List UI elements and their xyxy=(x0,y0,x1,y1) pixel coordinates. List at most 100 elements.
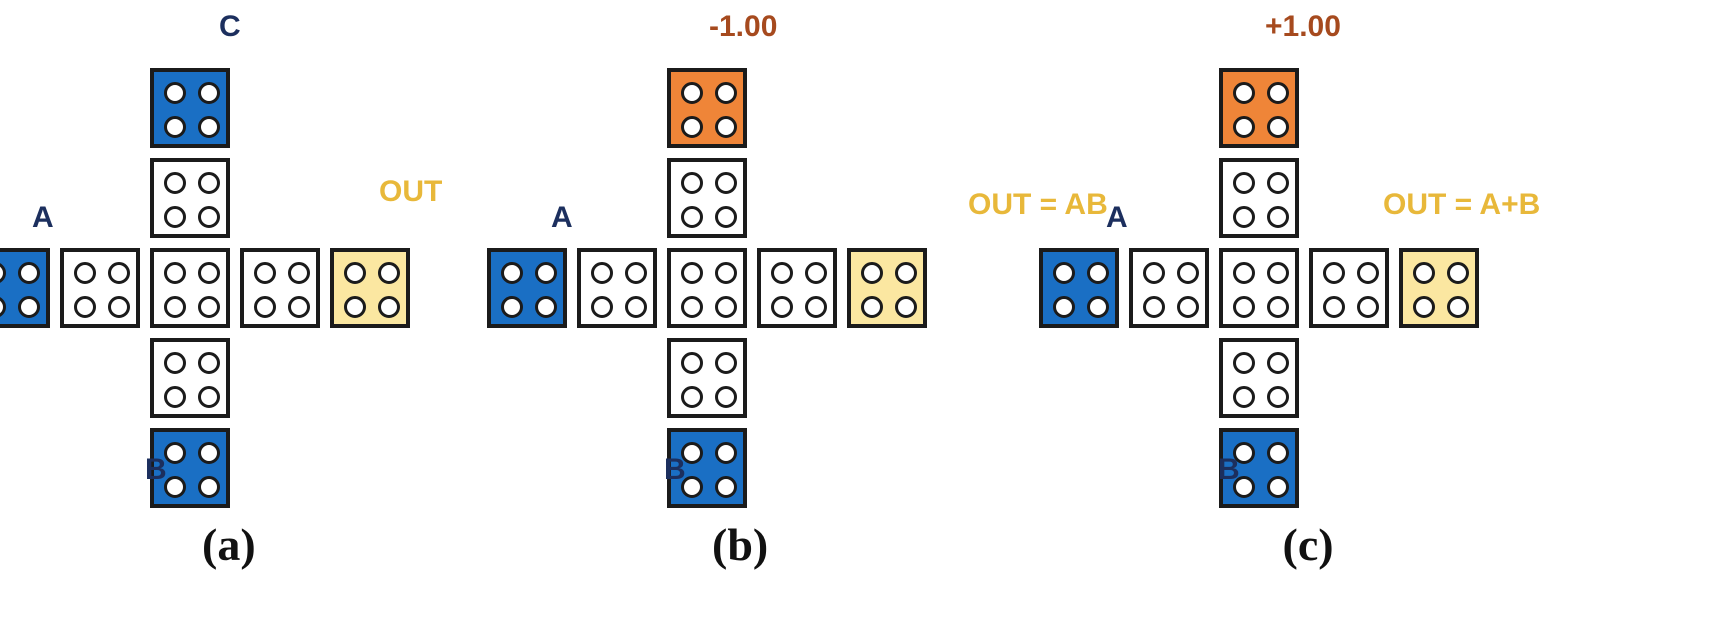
cell-dot xyxy=(1087,296,1109,318)
cell-dot xyxy=(198,206,220,228)
cell-dot xyxy=(164,296,186,318)
cell-dot xyxy=(1087,262,1109,284)
cell-dot xyxy=(198,352,220,374)
qca-cell xyxy=(757,248,837,328)
cell-dot xyxy=(715,296,737,318)
cell-dot xyxy=(198,296,220,318)
cell-dot xyxy=(198,476,220,498)
cell-dot xyxy=(198,262,220,284)
qca-cell xyxy=(150,338,230,418)
cell-dot xyxy=(715,352,737,374)
cell-dot xyxy=(1267,386,1289,408)
cell-dot xyxy=(625,296,647,318)
input-cell-a xyxy=(1039,248,1119,328)
cell-dot xyxy=(1267,172,1289,194)
cell-dot xyxy=(681,262,703,284)
cell-dot xyxy=(198,386,220,408)
cell-dot xyxy=(164,442,186,464)
cell-dot xyxy=(344,296,366,318)
cell-dot xyxy=(715,386,737,408)
panel-caption: (c) xyxy=(1282,519,1334,570)
input-cell-a xyxy=(487,248,567,328)
cell-dot xyxy=(591,296,613,318)
qca-cell xyxy=(667,158,747,238)
cell-dot xyxy=(535,296,557,318)
panel-caption: (a) xyxy=(202,519,256,570)
cell-dot xyxy=(501,262,523,284)
cell-dot xyxy=(18,262,40,284)
output-label: OUT = AB xyxy=(968,188,1108,221)
cell-dot xyxy=(198,82,220,104)
polarization-label: +1.00 xyxy=(1265,10,1341,43)
cell-dot xyxy=(1267,296,1289,318)
qca-cell xyxy=(60,248,140,328)
cell-dot xyxy=(164,206,186,228)
cell-dot xyxy=(1267,116,1289,138)
polarization-cell xyxy=(1219,68,1299,148)
cell-dot xyxy=(625,262,647,284)
cell-dot xyxy=(715,172,737,194)
cell-dot xyxy=(715,116,737,138)
cell-dot xyxy=(108,296,130,318)
cell-dot xyxy=(288,296,310,318)
input-label-b: B xyxy=(1218,453,1240,486)
cell-dot xyxy=(1267,476,1289,498)
cell-dot xyxy=(681,206,703,228)
cell-dot xyxy=(254,262,276,284)
cell-dot xyxy=(1233,116,1255,138)
cell-dot xyxy=(681,352,703,374)
qca-cell xyxy=(577,248,657,328)
cell-dot xyxy=(681,296,703,318)
qca-cell xyxy=(1219,158,1299,238)
cell-dot xyxy=(198,172,220,194)
input-cell-c xyxy=(150,68,230,148)
cell-dot xyxy=(108,262,130,284)
cell-dot xyxy=(895,296,917,318)
cell-dot xyxy=(1357,262,1379,284)
input-label-a: A xyxy=(551,201,573,234)
cell-dot xyxy=(1447,262,1469,284)
cell-dot xyxy=(1233,296,1255,318)
cell-dot xyxy=(1233,442,1255,464)
cell-dot xyxy=(164,386,186,408)
cell-dot xyxy=(164,262,186,284)
cell-dot xyxy=(0,262,6,284)
cell-dot xyxy=(1233,172,1255,194)
cell-dot xyxy=(1267,442,1289,464)
polarization-cell xyxy=(667,68,747,148)
center-cell xyxy=(150,248,230,328)
cell-dot xyxy=(288,262,310,284)
input-label-a: A xyxy=(1106,201,1128,234)
cell-dot xyxy=(591,262,613,284)
cell-dot xyxy=(715,206,737,228)
qca-cell xyxy=(1129,248,1209,328)
input-cell-b xyxy=(1219,428,1299,508)
cell-dot xyxy=(1447,296,1469,318)
cell-dot xyxy=(378,262,400,284)
qca-cell xyxy=(1309,248,1389,328)
input-label-a: A xyxy=(32,201,54,234)
cell-dot xyxy=(805,296,827,318)
cell-dot xyxy=(1233,352,1255,374)
cell-dot xyxy=(164,352,186,374)
cell-dot xyxy=(74,296,96,318)
input-cell-b xyxy=(150,428,230,508)
input-label-b: B xyxy=(664,453,686,486)
cell-dot xyxy=(344,262,366,284)
cell-dot xyxy=(1413,296,1435,318)
cell-dot xyxy=(501,296,523,318)
input-cell-b xyxy=(667,428,747,508)
cell-dot xyxy=(198,442,220,464)
cell-dot xyxy=(1267,262,1289,284)
qca-cell xyxy=(1219,338,1299,418)
cell-dot xyxy=(1233,262,1255,284)
qca-cell xyxy=(667,338,747,418)
input-label-c: C xyxy=(219,10,241,43)
cell-dot xyxy=(1143,262,1165,284)
output-cell xyxy=(847,248,927,328)
center-cell xyxy=(1219,248,1299,328)
cell-dot xyxy=(164,116,186,138)
cell-dot xyxy=(1267,352,1289,374)
